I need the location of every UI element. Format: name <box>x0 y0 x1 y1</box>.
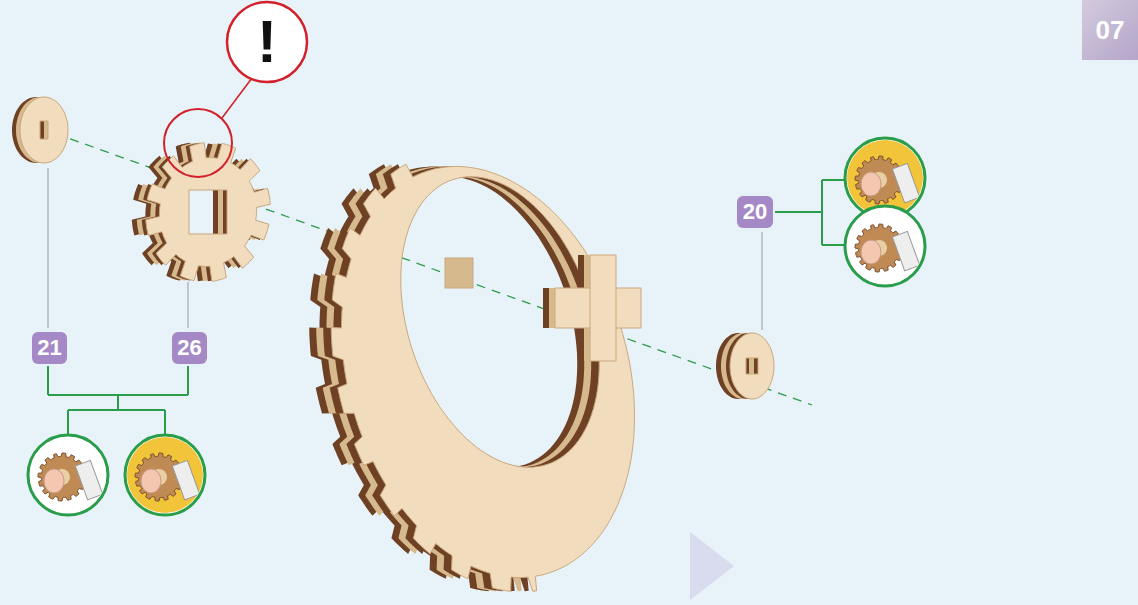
bracket-line <box>822 244 846 246</box>
small-gear <box>146 143 270 282</box>
bracket-line <box>821 180 823 245</box>
bracket-line <box>822 179 846 181</box>
bracket-line <box>68 409 165 411</box>
callout-number: 26 <box>172 332 207 364</box>
bracket-line <box>67 410 69 436</box>
callout-line <box>222 78 252 118</box>
callout-number: 20 <box>737 196 773 228</box>
callout-number-text: 20 <box>743 201 767 223</box>
callout-number-text: 26 <box>177 337 201 359</box>
bracket-line <box>164 410 166 436</box>
callout-number-text: 21 <box>37 337 61 359</box>
leader-line <box>762 232 763 330</box>
bracket-line <box>47 366 49 395</box>
leader-line <box>188 282 189 328</box>
next-arrow <box>690 532 734 600</box>
leader-line <box>48 168 49 328</box>
page-number: 07 <box>1082 0 1138 60</box>
callout-number: 21 <box>32 332 67 364</box>
glue-icon <box>28 435 108 515</box>
page-number-text: 07 <box>1096 17 1125 43</box>
bracket-line <box>775 211 822 213</box>
bracket-line <box>187 366 189 395</box>
spacer-part <box>730 333 774 399</box>
ring-gear <box>331 164 634 591</box>
warning-circle: ! <box>225 0 309 84</box>
warning-circle-text: ! <box>257 12 277 72</box>
callout-circle <box>164 109 232 177</box>
axle-end <box>445 258 473 288</box>
spacer-part <box>20 97 68 163</box>
bracket-line <box>117 395 119 410</box>
glue-icon <box>125 435 205 515</box>
axle-hub <box>590 255 616 361</box>
glue-icon <box>845 206 925 286</box>
